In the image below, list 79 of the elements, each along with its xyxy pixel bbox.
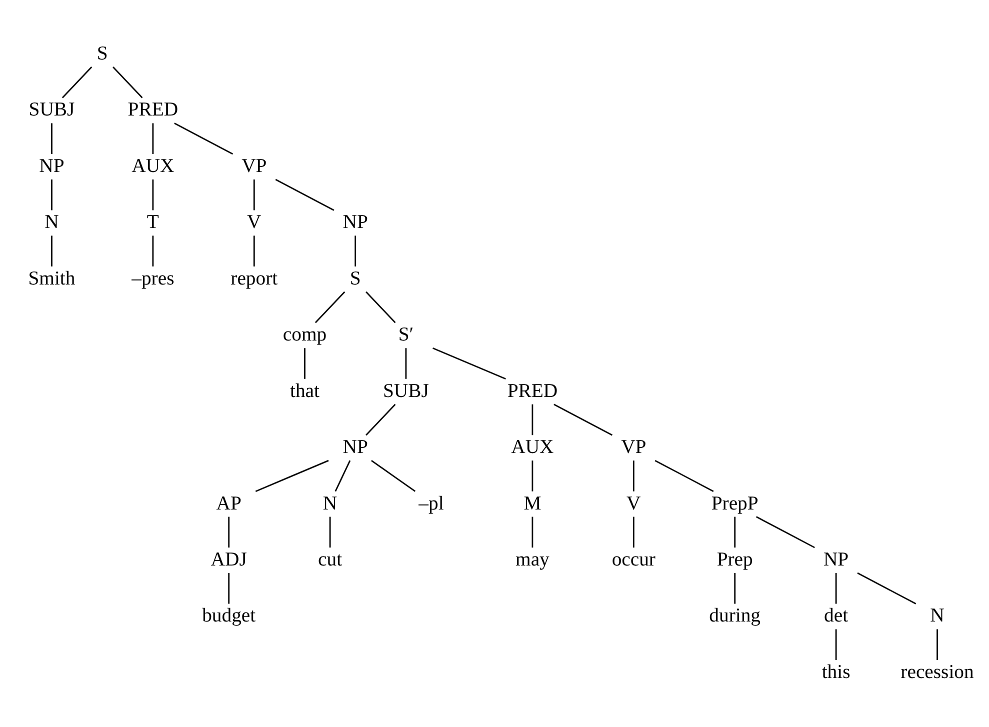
node-text: –pres [132, 267, 174, 290]
connector [334, 460, 351, 492]
connector [532, 460, 534, 492]
connector [857, 572, 916, 604]
node-text: S′ [398, 324, 414, 346]
node-text: ADJ [210, 548, 247, 570]
connector [228, 573, 230, 604]
connector [275, 178, 334, 211]
connector [314, 291, 346, 324]
node-text: may [516, 548, 550, 570]
connector [228, 516, 230, 548]
node-text: N [322, 492, 338, 514]
connector [432, 347, 506, 380]
connector [255, 460, 329, 492]
connector [366, 291, 396, 324]
node-text: NP [39, 154, 64, 177]
node-text: PRED [128, 98, 178, 121]
connector [152, 123, 154, 154]
connector [632, 516, 634, 548]
node-text: AP [216, 492, 242, 514]
connector [354, 236, 356, 266]
connector [174, 122, 234, 155]
connector [654, 460, 714, 492]
connector [253, 179, 255, 210]
connector [51, 179, 52, 210]
node-text: PRED [507, 380, 558, 402]
connector [835, 629, 837, 660]
node-text: PrepP [711, 492, 758, 514]
node-text: NP [342, 436, 368, 458]
connector [532, 516, 534, 548]
connector [756, 516, 815, 548]
connector [835, 573, 837, 604]
connector [734, 516, 736, 548]
connector [329, 516, 331, 548]
connector [366, 404, 396, 436]
node-text: VP [621, 436, 646, 458]
node-text: AUX [511, 436, 554, 458]
node-text: Prep [716, 548, 753, 570]
node-text: T [146, 211, 159, 234]
connector [62, 66, 92, 98]
node-text: NP [823, 548, 849, 570]
node-text: comp [282, 324, 327, 346]
node-text: N [930, 604, 944, 627]
node-text: that [290, 380, 320, 402]
node-text: cut [318, 548, 342, 570]
node-text: S [350, 267, 361, 290]
connector [152, 236, 154, 266]
connector [51, 236, 52, 266]
connector [253, 236, 255, 266]
node-text: N [44, 211, 59, 234]
connector [532, 404, 534, 436]
connector [632, 460, 634, 492]
node-text: budget [202, 604, 256, 627]
node-text: –pl [418, 492, 444, 514]
connector [371, 460, 416, 492]
connector [112, 66, 143, 98]
node-text: M [524, 492, 542, 514]
connector [152, 179, 154, 210]
node-text: det [824, 604, 848, 627]
node-text: recession [900, 660, 974, 683]
node-text: SUBJ [383, 380, 429, 402]
node-text: SUBJ [28, 98, 75, 121]
node-text: V [626, 492, 641, 514]
node-text: Smith [28, 267, 76, 290]
node-text: report [230, 267, 278, 290]
connector [554, 404, 613, 436]
connector [936, 629, 938, 660]
node-text: V [247, 211, 262, 234]
connector [734, 573, 736, 604]
node-text: during [709, 604, 761, 627]
node-text: S [96, 42, 108, 64]
node-text: AUX [132, 154, 174, 177]
connector [51, 123, 52, 154]
node-text: NP [342, 211, 368, 234]
connector [405, 348, 407, 379]
node-text: this [822, 660, 850, 683]
node-text: occur [612, 548, 656, 570]
node-text: VP [242, 154, 267, 177]
connector [304, 348, 306, 379]
